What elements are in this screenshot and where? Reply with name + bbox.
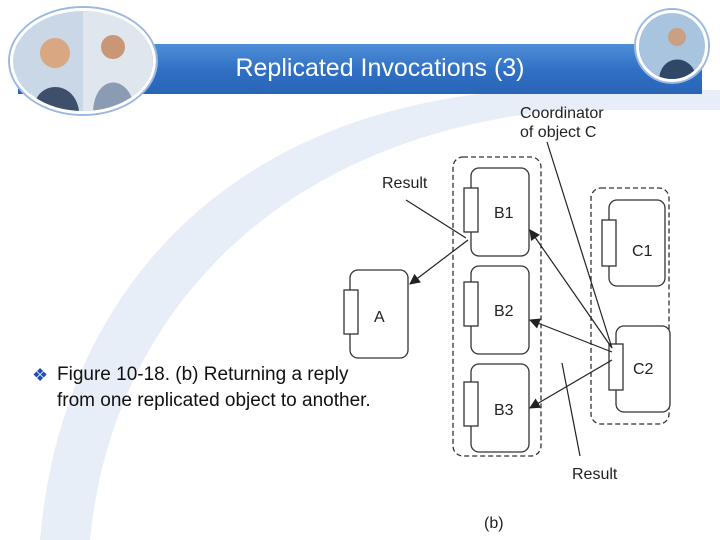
arrow-c2-to-b3 — [529, 359, 613, 409]
replica-group-c — [590, 187, 670, 425]
replica-group-b — [452, 156, 542, 457]
team-photo-right — [636, 10, 708, 82]
result-label-top: Result — [382, 175, 428, 192]
arrow-result-bottom — [561, 362, 581, 457]
figure-caption: (b) — [484, 515, 504, 532]
object-b3: B3 — [463, 363, 530, 453]
object-a: A — [343, 269, 409, 359]
object-c1-label: C1 — [632, 243, 653, 260]
object-b1-label: B1 — [494, 205, 514, 222]
bullet-point: ❖ Figure 10-18. (b) Returning a reply fr… — [32, 362, 372, 414]
result-label-bottom: Result — [572, 466, 618, 483]
object-b2: B2 — [463, 265, 530, 355]
bullet-text: Figure 10-18. (b) Returning a reply from… — [57, 364, 371, 411]
object-c2-label: C2 — [633, 361, 654, 378]
object-b1: B1 — [463, 167, 530, 257]
arrow-c2-to-b1 — [529, 229, 613, 349]
coordinator-label-line-1: Coordinator — [520, 105, 604, 122]
arrow-coordinator — [546, 141, 613, 349]
object-a-label: A — [374, 309, 385, 326]
arrow-result-top — [405, 199, 467, 239]
object-c1: C1 — [601, 199, 666, 287]
coordinator-label-line-2: of object C — [520, 124, 596, 141]
diamond-bullet-icon: ❖ — [32, 365, 49, 385]
arrow-c2-to-b2 — [528, 318, 613, 353]
object-b2-label: B2 — [494, 303, 514, 320]
object-b3-label: B3 — [494, 402, 514, 419]
arrow-b1-to-a — [409, 239, 469, 285]
slide-title: Replicated Invocations (3) — [235, 54, 525, 82]
team-photo-left — [10, 8, 156, 114]
replication-diagram: A B1 B2 B3 C1 C2 Coordinator of object C… — [343, 105, 671, 532]
object-c2: C2 — [608, 325, 671, 413]
